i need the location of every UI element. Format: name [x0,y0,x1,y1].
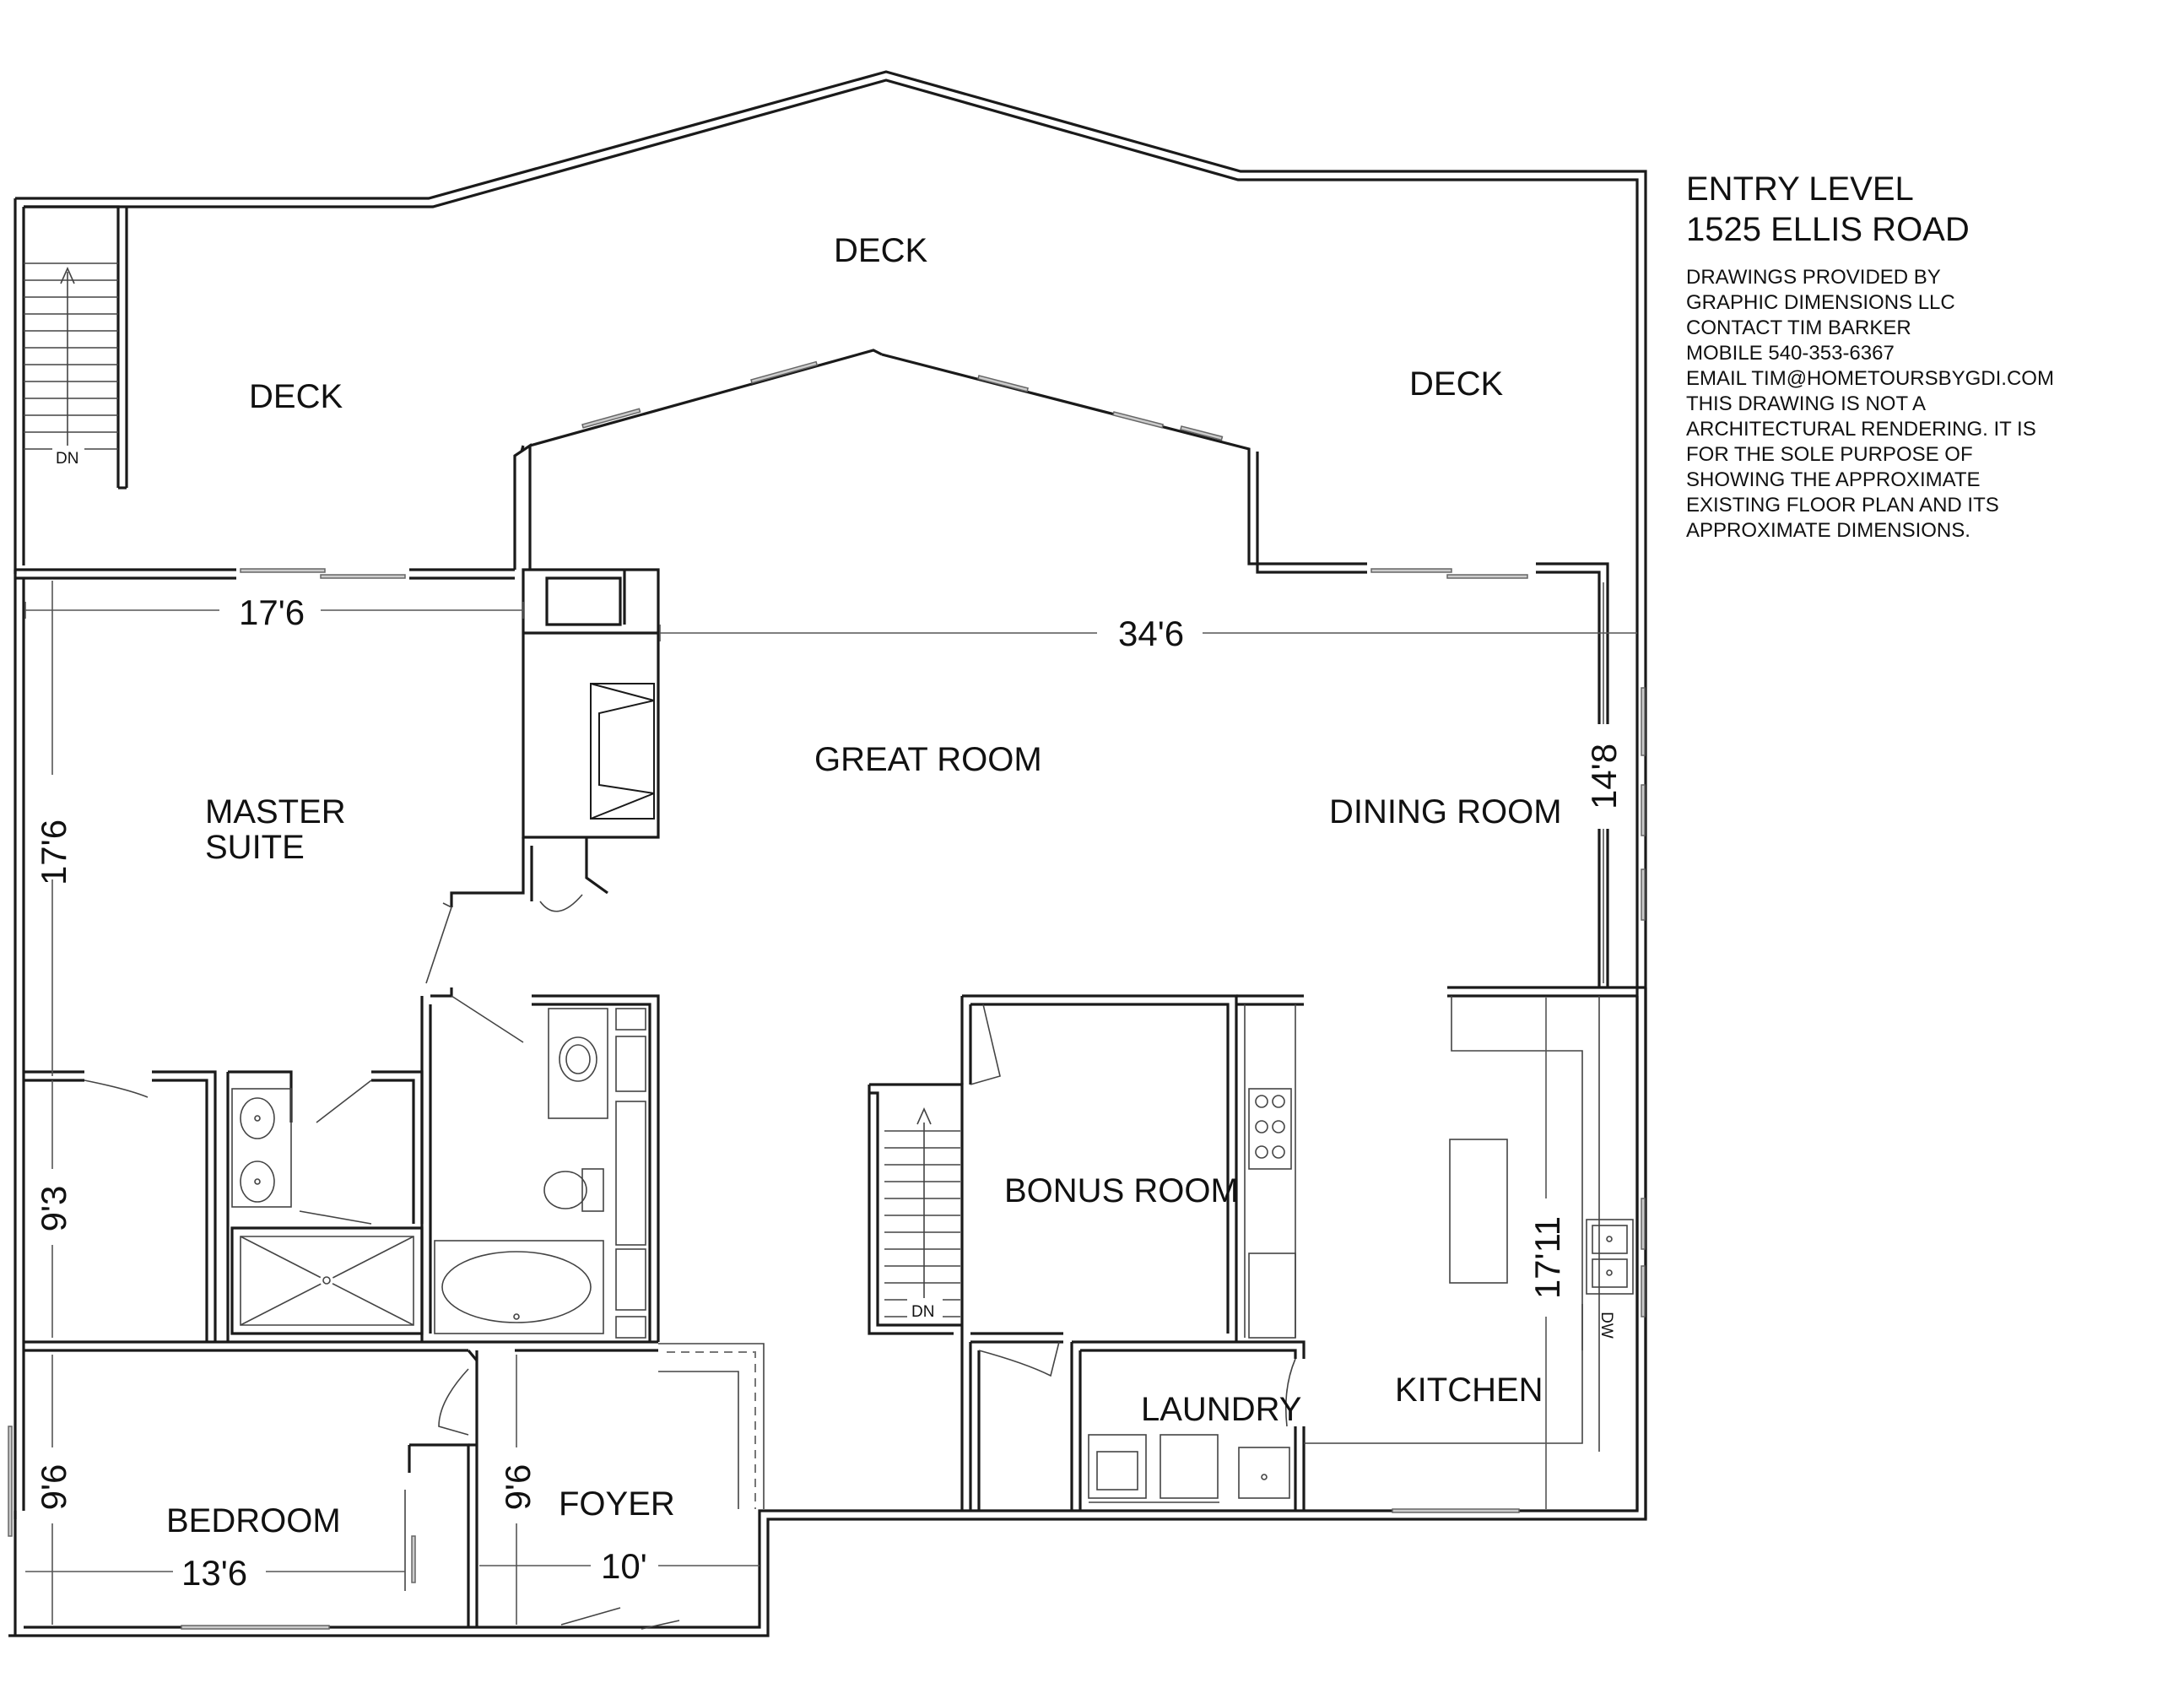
stair-down-top: DN [56,450,78,468]
credits: DRAWINGS PROVIDED BY GRAPHIC DIMENSIONS … [1686,265,2159,544]
dim-master-width: 17'6 [239,592,305,632]
label-dining-room: DINING ROOM [1329,793,1562,830]
credit-line: FOR THE SOLE PURPOSE OF [1686,443,1973,466]
dishwasher-label: DW [1597,1312,1615,1339]
label-great-room: GREAT ROOM [814,741,1042,778]
notes-block: ENTRY LEVEL 1525 ELLIS ROAD DRAWINGS PRO… [1686,169,2159,544]
dim-bath-depth: 9'3 [34,1186,73,1232]
label-laundry: LAUNDRY [1141,1391,1301,1428]
markers: DN DN DW [56,450,1615,1339]
credit-line: GRAPHIC DIMENSIONS LLC [1686,291,1955,314]
credit-line: MOBILE 540-353-6367 [1686,342,1895,365]
credit-line: APPROXIMATE DIMENSIONS. [1686,519,1970,542]
credit-line: SHOWING THE APPROXIMATE [1686,468,1981,491]
deck-railing [14,70,1647,1519]
room-labels: DECK DECK DECK GREAT ROOM MASTER SUITE D… [166,232,1562,1539]
label-bedroom: BEDROOM [166,1502,341,1539]
interior-walls [24,568,1646,1630]
plan-address: 1525 ELLIS ROAD [1686,211,1970,248]
credit-line: ARCHITECTURAL RENDERING. IT IS [1686,418,2036,441]
dim-foyer-width: 10' [601,1546,647,1586]
label-master-line1: MASTER [205,793,346,830]
label-deck-right: DECK [1409,365,1503,403]
dimension-lines [24,581,1637,1625]
label-bonus-room: BONUS ROOM [1004,1172,1239,1209]
label-foyer: FOYER [559,1485,675,1523]
label-master-line2: SUITE [205,829,305,866]
label-kitchen: KITCHEN [1395,1372,1543,1409]
credit-line: EMAIL TIM@HOMETOURSBYGDI.COM [1686,367,2054,390]
dim-dining-depth: 14'8 [1584,744,1624,809]
credit-line: CONTACT TIM BARKER [1686,316,1911,339]
credit-line: DRAWINGS PROVIDED BY [1686,266,1941,289]
dim-great-width: 34'6 [1118,614,1184,653]
label-deck-left: DECK [249,378,343,415]
dim-master-depth: 17'6 [34,820,73,885]
credit-line: THIS DRAWING IS NOT A [1686,392,1927,415]
dim-bedroom-width: 13'6 [181,1553,247,1593]
stair-down-middle: DN [911,1303,934,1321]
dim-bedroom-depth: 9'6 [34,1464,73,1511]
label-deck-center: DECK [834,232,927,269]
sliding-doors [8,360,1646,1630]
dimension-labels: 17'6 17'6 34'6 14'8 9'3 9'6 13'6 9'6 10'… [34,592,1624,1593]
dim-kitchen-depth: 17'11 [1527,1216,1567,1299]
credit-line: EXISTING FLOOR PLAN AND ITS [1686,494,1999,517]
exterior-walls [8,349,1647,1637]
plan-title: ENTRY LEVEL [1686,170,1914,208]
dim-foyer-depth: 9'6 [498,1464,538,1511]
deck-stair [24,262,118,469]
